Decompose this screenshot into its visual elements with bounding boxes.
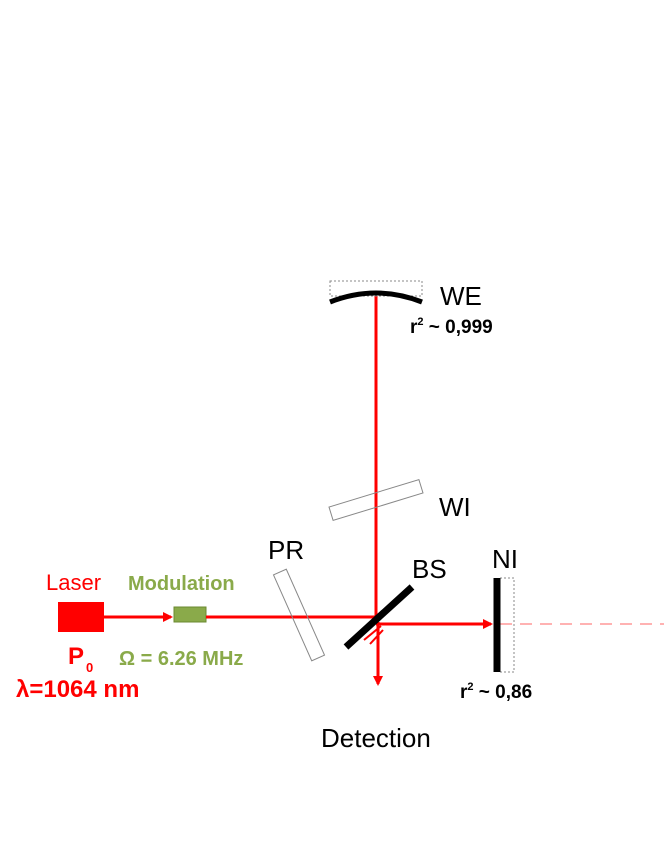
- bs-label: BS: [412, 554, 447, 584]
- ni-reflectivity-base: r: [460, 682, 468, 703]
- ni-mirror-housing: [499, 577, 515, 673]
- p0-subscript: 0: [86, 660, 93, 675]
- beam-bs-reflection-1: [363, 625, 382, 641]
- ni-reflectivity-sup: 2: [467, 681, 473, 693]
- p0-base: P: [68, 643, 84, 670]
- wi-label: WI: [439, 492, 471, 522]
- we-reflectivity-sup: 2: [417, 316, 423, 328]
- beamsplitter: [343, 584, 415, 650]
- wi-mirror: [328, 478, 424, 522]
- detection-label: Detection: [321, 723, 431, 753]
- ni-label: NI: [492, 544, 518, 574]
- beam-bs-reflection-2: [369, 629, 384, 645]
- we-mirror-housing: [329, 280, 423, 297]
- laser-source: [58, 602, 104, 632]
- wavelength-label: λ=1064 nm: [16, 676, 139, 703]
- modulator: [173, 606, 207, 623]
- we-label: WE: [440, 281, 482, 311]
- we-reflectivity-value: ~ 0,999: [424, 317, 493, 338]
- we-reflectivity-label: r2 ~ 0,999: [410, 316, 493, 338]
- laser-label: Laser: [46, 570, 101, 595]
- we-mirror: [329, 290, 423, 305]
- omega-label: Ω = 6.26 MHz: [119, 648, 243, 670]
- pr-label: PR: [268, 535, 304, 565]
- we-reflectivity-base: r: [410, 317, 418, 338]
- ni-reflectivity-label: r2 ~ 0,86: [460, 681, 532, 703]
- pr-mirror: [272, 568, 326, 662]
- modulation-label: Modulation: [128, 573, 235, 595]
- ni-reflectivity-value: ~ 0,86: [474, 682, 533, 703]
